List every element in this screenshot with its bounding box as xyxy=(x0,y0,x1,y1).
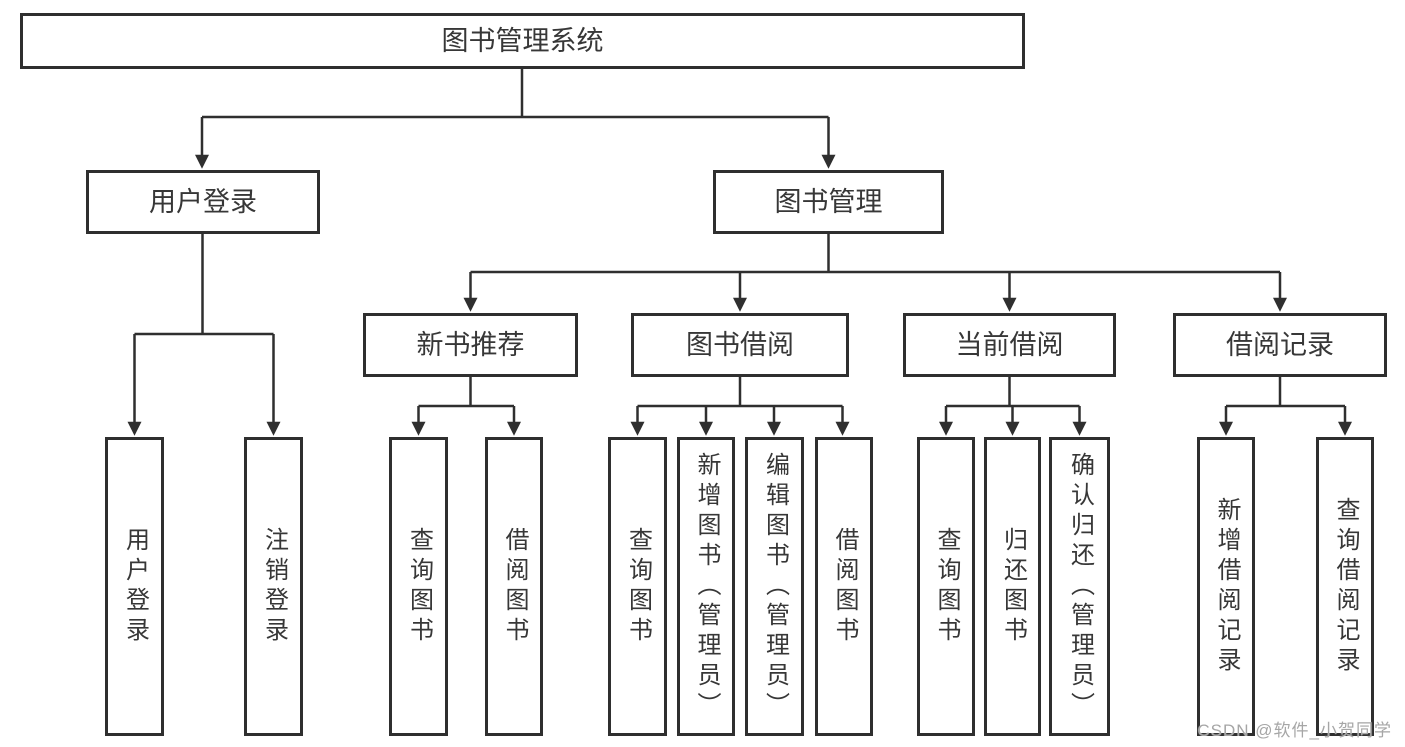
node-book-management-label: 图书管理 xyxy=(774,186,883,217)
leaf-borrow-books-recommend-label: 借阅图书 xyxy=(501,526,528,647)
leaf-user-login-label: 用户登录 xyxy=(121,526,149,647)
node-book-borrowing-label: 图书借阅 xyxy=(686,329,794,360)
node-book-borrowing: 图书借阅 xyxy=(631,313,849,377)
node-user-login: 用户登录 xyxy=(86,170,320,234)
leaf-logout-label: 注销登录 xyxy=(260,526,288,647)
node-current-borrowing-label: 当前借阅 xyxy=(955,329,1064,360)
node-library-management-system: 图书管理系统 xyxy=(20,13,1025,69)
leaf-borrow-books-borrowing-label: 借阅图书 xyxy=(831,526,858,647)
node-user-login-label: 用户登录 xyxy=(149,186,257,217)
node-library-management-system-label: 图书管理系统 xyxy=(441,25,604,56)
leaf-query-books-current: 查询图书 xyxy=(917,437,975,736)
leaf-return-books-label: 归还图书 xyxy=(999,526,1027,647)
leaf-borrow-books-recommend: 借阅图书 xyxy=(485,437,543,736)
leaf-add-borrow-record: 新增借阅记录 xyxy=(1197,437,1255,736)
leaf-add-borrow-record-label: 新增借阅记录 xyxy=(1213,496,1240,677)
leaf-add-books-admin-label: 新增图书（管理员） xyxy=(693,451,720,722)
node-borrowing-records-label: 借阅记录 xyxy=(1226,329,1334,360)
leaf-confirm-return-admin-label: 确认归还（管理员） xyxy=(1066,451,1094,722)
connector-group xyxy=(127,68,1352,436)
leaf-add-books-admin: 新增图书（管理员） xyxy=(677,437,735,736)
leaf-logout: 注销登录 xyxy=(244,437,303,736)
node-new-book-recommend: 新书推荐 xyxy=(363,313,578,377)
node-current-borrowing: 当前借阅 xyxy=(903,313,1116,377)
leaf-user-login: 用户登录 xyxy=(105,437,164,736)
leaf-edit-books-admin-label: 编辑图书（管理员） xyxy=(761,451,789,722)
leaf-return-books: 归还图书 xyxy=(984,437,1041,736)
node-new-book-recommend-label: 新书推荐 xyxy=(416,329,525,360)
node-borrowing-records: 借阅记录 xyxy=(1173,313,1387,377)
leaf-query-borrow-record: 查询借阅记录 xyxy=(1316,437,1374,736)
leaf-confirm-return-admin: 确认归还（管理员） xyxy=(1049,437,1110,736)
leaf-query-books-recommend-label: 查询图书 xyxy=(405,526,433,647)
node-book-management: 图书管理 xyxy=(713,170,944,234)
leaf-query-books-borrowing-label: 查询图书 xyxy=(624,526,652,647)
leaf-query-books-current-label: 查询图书 xyxy=(933,526,960,647)
leaf-query-books-borrowing: 查询图书 xyxy=(608,437,667,736)
csdn-watermark: CSDN @软件_小贺同学 xyxy=(1197,721,1392,740)
leaf-edit-books-admin: 编辑图书（管理员） xyxy=(745,437,804,736)
leaf-query-books-recommend: 查询图书 xyxy=(389,437,448,736)
leaf-borrow-books-borrowing: 借阅图书 xyxy=(815,437,873,736)
leaf-query-borrow-record-label: 查询借阅记录 xyxy=(1332,496,1359,677)
